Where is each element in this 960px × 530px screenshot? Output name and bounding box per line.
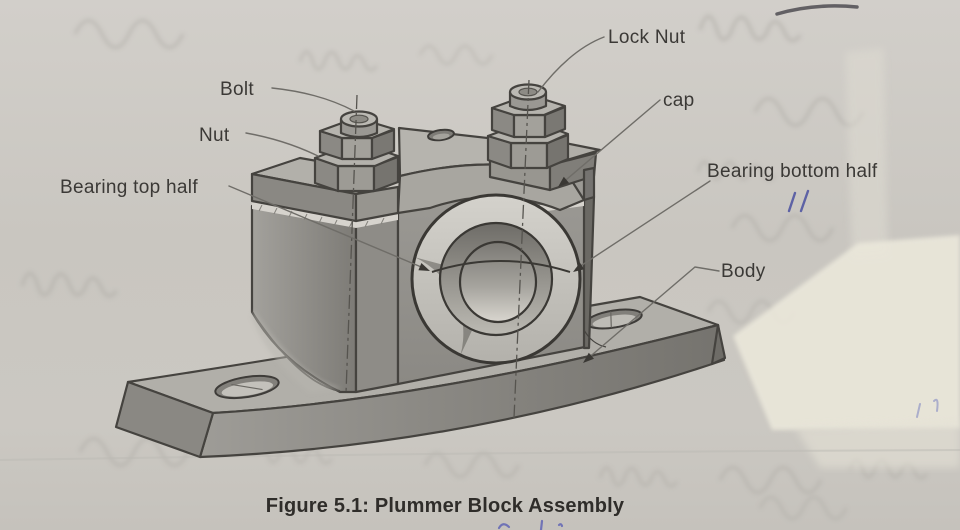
leader-body xyxy=(585,266,720,361)
leader-lines xyxy=(228,36,720,363)
label-body: Body xyxy=(721,261,766,282)
left-bolt-stack xyxy=(313,110,400,193)
bearing-bore xyxy=(410,193,582,365)
paper-crease xyxy=(0,449,960,461)
bottom-blue-marks xyxy=(497,519,564,530)
plummer-block-drawing: Bolt Nut Bearing top half Lock Nut cap B… xyxy=(60,27,878,459)
base-hole-left xyxy=(214,374,280,400)
label-bolt: Bolt xyxy=(220,79,254,100)
label-lock-nut: Lock Nut xyxy=(608,27,686,48)
leader-nut xyxy=(245,132,319,157)
leader-bearing-top-half xyxy=(228,185,427,270)
left-bolt-head xyxy=(339,110,379,139)
leader-arrowhead xyxy=(418,263,430,271)
part-labels: Bolt Nut Bearing top half Lock Nut cap B… xyxy=(60,27,878,282)
label-bearing-top-half: Bearing top half xyxy=(60,177,198,198)
leader-cap xyxy=(559,99,661,186)
pen-marks xyxy=(497,4,939,530)
cap-oil-hole xyxy=(427,128,455,142)
centerlines xyxy=(345,79,530,419)
right-lock-nut xyxy=(490,98,567,139)
label-bearing-bottom-half: Bearing bottom half xyxy=(707,161,878,182)
label-cap: cap xyxy=(663,90,695,111)
leader-arrowhead xyxy=(583,352,594,363)
leader-arrowhead xyxy=(558,176,569,187)
top-right-pen-stroke xyxy=(775,4,859,16)
blue-tick-marks xyxy=(787,189,810,213)
bearing-split-line xyxy=(431,260,571,273)
leader-lock-nut xyxy=(537,36,605,93)
leader-arrowhead xyxy=(573,262,585,272)
leader-bolt xyxy=(271,87,355,112)
leader-bearing-bottom-half xyxy=(575,180,711,270)
correction-fluid-patches xyxy=(733,48,960,468)
label-nut: Nut xyxy=(199,125,230,146)
right-bolt-stack xyxy=(486,83,570,170)
figure-caption: Figure 5.1: Plummer Block Assembly xyxy=(266,495,625,517)
bottom-right-blue-marks xyxy=(916,398,939,418)
